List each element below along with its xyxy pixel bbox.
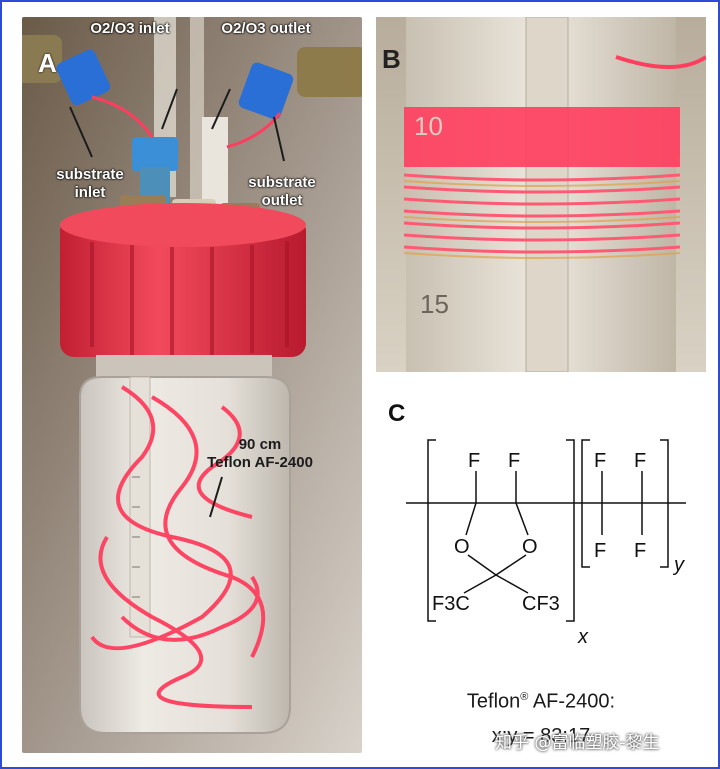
atom-f-5: F <box>594 540 606 562</box>
panel-a-label: A <box>38 48 57 78</box>
atom-f-6: F <box>634 540 646 562</box>
subscript-x: x <box>577 626 589 648</box>
atom-f-4: F <box>634 450 646 472</box>
caption-ratio: x:y = 83:17 <box>491 724 591 747</box>
panel-b-photo: 10 15 <box>376 17 706 372</box>
substrate-inlet-label: substrate inlet <box>20 148 160 202</box>
gas-inlet-label: O2/O3 inlet <box>90 20 170 37</box>
atom-o-2: O <box>522 536 538 558</box>
tube-material-label: Teflon AF-2400 <box>207 454 313 471</box>
scale-mark-10: 10 <box>414 111 443 141</box>
bracket-left-x <box>427 439 436 622</box>
substrate-inlet-text: substrate inlet <box>56 166 124 201</box>
bracket-right-x <box>566 439 575 622</box>
panel-b-label: B <box>382 44 401 74</box>
bracket-left-y <box>581 439 590 568</box>
subscript-y: y <box>672 554 685 576</box>
tube-annotation: 90 cm Teflon AF-2400 <box>175 436 345 472</box>
panel-c-label: C <box>388 400 406 427</box>
watermark: 知乎 @富临塑胶-黎生 <box>495 733 660 753</box>
scale-mark-15: 15 <box>420 289 449 319</box>
caption-reg-mark: ® <box>520 691 529 703</box>
atom-f-3: F <box>594 450 606 472</box>
caption-name: Teflon <box>466 690 521 713</box>
tube-length-label: 90 cm <box>238 436 282 453</box>
structure-caption: Teflon® AF-2400: x:y = 83:17 <box>376 680 706 753</box>
substrate-outlet-text: substrate outlet <box>248 174 316 209</box>
panel-a-photo <box>22 17 362 753</box>
coil-closeup-illustration: 10 15 <box>376 17 706 372</box>
panel-c-structure: F F O O F3C CF3 F F F F x y <box>376 385 706 755</box>
reactor-photo-illustration <box>22 17 362 753</box>
group-f3c: F3C <box>432 593 470 615</box>
atom-f-2: F <box>508 450 520 472</box>
caption-line-1: Teflon® AF-2400: <box>376 680 706 719</box>
caption-grade: AF-2400: <box>528 690 616 713</box>
substrate-outlet-label: substrate outlet <box>212 156 352 210</box>
atom-f-1: F <box>468 450 480 472</box>
atom-o-1: O <box>454 536 470 558</box>
teflon-af-structure: F F O O F3C CF3 F F F F x y <box>406 439 686 648</box>
gas-outlet-label: O2/O3 outlet <box>221 20 311 37</box>
group-cf3: CF3 <box>522 593 560 615</box>
bracket-right-y <box>660 439 669 568</box>
